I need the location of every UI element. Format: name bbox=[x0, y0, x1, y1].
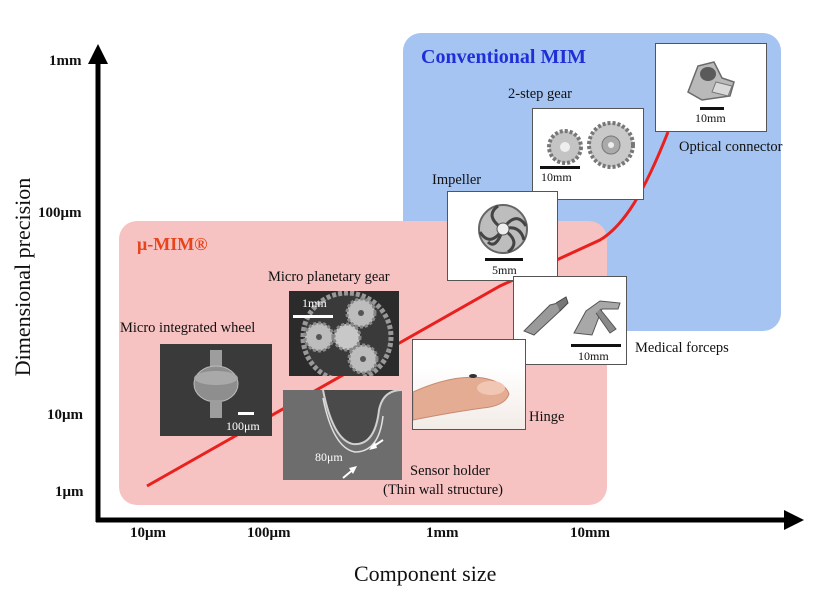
sensor-holder-sublabel: (Thin wall structure) bbox=[383, 482, 503, 498]
y-axis-arrowhead bbox=[88, 44, 108, 64]
y-axis-title: Dimensional precision bbox=[10, 177, 35, 377]
two-step-gear-image bbox=[539, 117, 641, 173]
x-tick-1mm: 1mm bbox=[426, 525, 459, 541]
micro-integrated-wheel-scalebar bbox=[238, 412, 254, 415]
x-tick-10mm: 10mm bbox=[570, 525, 610, 541]
hinge-card bbox=[412, 339, 526, 430]
micro-planetary-gear-scale: 1mm bbox=[302, 296, 327, 310]
sensor-holder-scale: 80μm bbox=[315, 450, 343, 464]
optical-connector-image bbox=[682, 52, 740, 104]
two-step-gear-label: 2-step gear bbox=[508, 86, 573, 102]
x-axis-title: Component size bbox=[354, 561, 497, 586]
micro-planetary-gear-card: 1mm bbox=[289, 291, 399, 376]
x-tick-10um: 10μm bbox=[130, 525, 166, 541]
two-step-gear-card: 10mm bbox=[532, 108, 644, 200]
x-tick-100um: 100μm bbox=[247, 525, 291, 541]
trend-line bbox=[146, 131, 670, 488]
impeller-scale: 5mm bbox=[492, 263, 517, 277]
two-step-gear-scale: 10mm bbox=[541, 170, 572, 184]
impeller-card: 5mm bbox=[447, 191, 558, 281]
micro-mim-title: μ-MIM® bbox=[137, 234, 208, 254]
micro-planetary-gear-image bbox=[289, 291, 399, 376]
medical-forceps-image bbox=[520, 291, 624, 341]
optical-connector-scale: 10mm bbox=[695, 111, 726, 125]
y-tick-1um: 1μm bbox=[55, 484, 84, 500]
impeller-scalebar bbox=[485, 258, 523, 261]
micro-integrated-wheel-image bbox=[160, 344, 272, 436]
impeller-label: Impeller bbox=[432, 172, 482, 188]
micro-planetary-gear-scalebar bbox=[293, 315, 333, 318]
sensor-holder-label: Sensor holder bbox=[410, 463, 491, 479]
y-tick-10um: 10μm bbox=[47, 407, 83, 423]
y-tick-1mm: 1mm bbox=[49, 53, 82, 69]
conventional-mim-title: Conventional MIM bbox=[421, 46, 586, 68]
optical-connector-label: Optical connector bbox=[679, 139, 783, 155]
medical-forceps-scalebar bbox=[571, 344, 621, 347]
micro-planetary-gear-label: Micro planetary gear bbox=[268, 269, 390, 285]
two-step-gear-scalebar bbox=[540, 166, 580, 169]
hinge-label: Hinge bbox=[529, 409, 565, 425]
hinge-image bbox=[413, 340, 525, 429]
medical-forceps-scale: 10mm bbox=[578, 349, 609, 363]
optical-connector-scalebar bbox=[700, 107, 724, 110]
impeller-image bbox=[476, 202, 530, 256]
sensor-holder-image bbox=[283, 390, 402, 480]
x-axis-arrowhead bbox=[784, 510, 804, 530]
sensor-holder-card: 80μm bbox=[283, 390, 402, 480]
medical-forceps-label: Medical forceps bbox=[635, 340, 729, 356]
optical-connector-card: 10mm bbox=[655, 43, 767, 132]
y-tick-100um: 100μm bbox=[38, 205, 82, 221]
medical-forceps-card: 10mm bbox=[513, 276, 627, 365]
micro-integrated-wheel-label: Micro integrated wheel bbox=[120, 320, 256, 336]
micro-integrated-wheel-scale: 100μm bbox=[226, 419, 260, 433]
micro-integrated-wheel-card: 100μm bbox=[160, 344, 272, 436]
